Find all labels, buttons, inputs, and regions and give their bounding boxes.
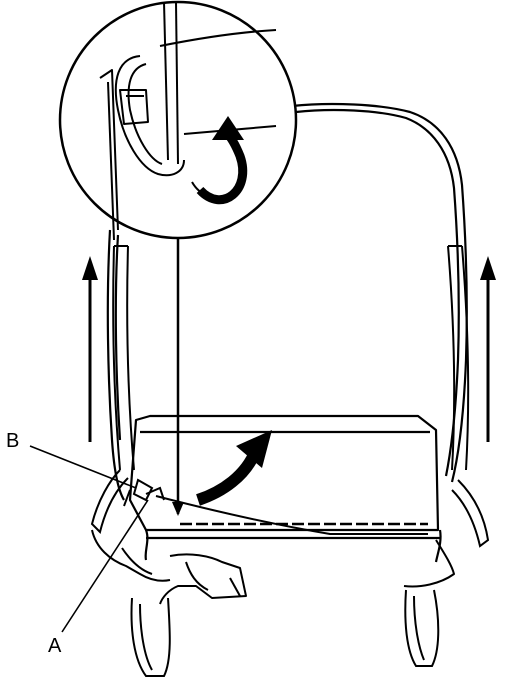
lift-arrow-head-icon xyxy=(236,430,272,468)
callout-a-label: A xyxy=(48,635,62,657)
left-bolster xyxy=(90,245,135,534)
detail-magnifier xyxy=(58,0,298,241)
seat-back xyxy=(106,102,468,501)
callout-a-leader xyxy=(61,499,149,633)
seat-cushion xyxy=(128,414,442,563)
cushion-trim-flap xyxy=(155,495,428,535)
right-bolster xyxy=(447,245,490,548)
lift-curved-arrow-icon xyxy=(195,447,262,506)
detail-arrow-head-icon xyxy=(212,116,244,140)
right-up-arrow-icon xyxy=(480,256,496,442)
leader-arrow-icon xyxy=(172,502,184,516)
seat-clip xyxy=(123,478,165,507)
callout-b-leader xyxy=(29,445,137,489)
callout-b-label: B xyxy=(6,430,19,452)
left-up-arrow-icon xyxy=(82,256,98,442)
seat-legs xyxy=(130,589,440,677)
seat-base xyxy=(91,529,455,605)
